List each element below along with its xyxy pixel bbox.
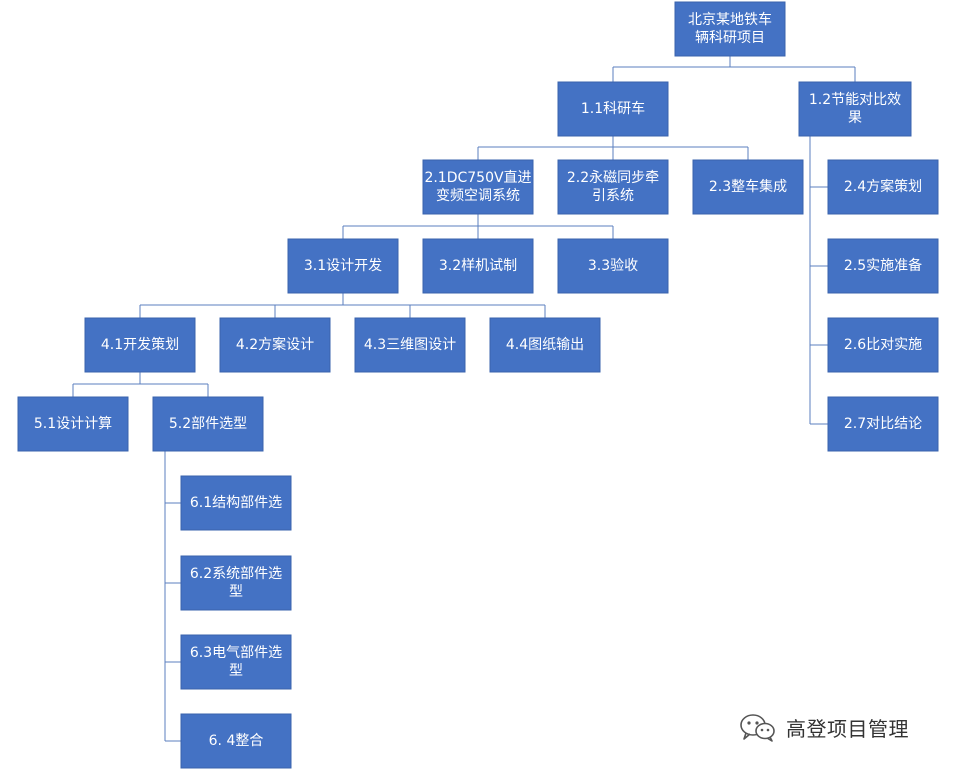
node-label: 6. 4整合 bbox=[209, 733, 264, 749]
node-label: 型 bbox=[229, 663, 243, 679]
node-box bbox=[180, 634, 292, 690]
node-label: 4.4图纸输出 bbox=[506, 337, 584, 353]
node-label: 5.2部件选型 bbox=[169, 416, 247, 432]
node-n1-1: 1.1科研车 bbox=[557, 81, 669, 137]
node-n3-3: 3.3验收 bbox=[557, 238, 669, 294]
node-label: 1.1科研车 bbox=[581, 100, 645, 117]
node-label: 4.3三维图设计 bbox=[364, 337, 456, 353]
node-box bbox=[557, 159, 669, 215]
node-n4-4: 4.4图纸输出 bbox=[489, 317, 601, 373]
node-box bbox=[84, 317, 196, 373]
node-n2-4: 2.4方案策划 bbox=[827, 159, 939, 215]
node-n6-4: 6. 4整合 bbox=[180, 713, 292, 769]
node-box bbox=[180, 713, 292, 769]
node-label: 2.7对比结论 bbox=[844, 416, 922, 432]
watermark-text: 高登项目管理 bbox=[786, 716, 909, 741]
node-label: 6.3电气部件选 bbox=[190, 645, 282, 661]
connectors bbox=[72, 56, 856, 742]
node-label: 4.1开发策划 bbox=[101, 336, 179, 353]
node-label: 6.1结构部件选 bbox=[190, 495, 282, 511]
node-label: 3.2样机试制 bbox=[439, 258, 517, 274]
node-n2-3: 2.3整车集成 bbox=[692, 159, 804, 215]
node-label: 2.1DC750V直进 bbox=[424, 169, 531, 186]
node-label: 4.2方案设计 bbox=[236, 336, 314, 353]
node-box bbox=[422, 159, 534, 215]
node-box bbox=[180, 555, 292, 611]
node-label: 2.2永磁同步牵 bbox=[567, 170, 659, 186]
node-box bbox=[827, 317, 939, 373]
node-label: 引系统 bbox=[592, 188, 634, 204]
node-box bbox=[152, 396, 264, 452]
node-box bbox=[827, 396, 939, 452]
node-box bbox=[692, 159, 804, 215]
node-box bbox=[287, 238, 399, 294]
node-n5-1: 5.1设计计算 bbox=[17, 396, 129, 452]
node-label: 辆科研项目 bbox=[695, 30, 765, 46]
node-n5-2: 5.2部件选型 bbox=[152, 396, 264, 452]
node-box bbox=[798, 81, 912, 137]
node-box bbox=[180, 475, 292, 531]
node-n4-2: 4.2方案设计 bbox=[219, 317, 331, 373]
node-label: 2.6比对实施 bbox=[844, 337, 922, 353]
node-label: 2.5实施准备 bbox=[844, 257, 922, 274]
node-label: 3.3验收 bbox=[588, 258, 638, 274]
node-label: 6.2系统部件选 bbox=[190, 566, 282, 582]
node-n2-7: 2.7对比结论 bbox=[827, 396, 939, 452]
node-n6-1: 6.1结构部件选 bbox=[180, 475, 292, 531]
node-label: 果 bbox=[848, 110, 862, 126]
node-box bbox=[422, 238, 534, 294]
node-label: 2.4方案策划 bbox=[844, 178, 922, 195]
node-label: 北京某地铁车 bbox=[688, 11, 772, 28]
node-box bbox=[489, 317, 601, 373]
node-box bbox=[674, 1, 786, 57]
node-box bbox=[17, 396, 129, 452]
node-label: 1.2节能对比效 bbox=[809, 92, 901, 108]
node-label: 5.1设计计算 bbox=[34, 416, 112, 432]
node-box bbox=[219, 317, 331, 373]
watermark: 高登项目管理 bbox=[738, 712, 909, 742]
node-n4-1: 4.1开发策划 bbox=[84, 317, 196, 373]
node-n2-5: 2.5实施准备 bbox=[827, 238, 939, 294]
node-n4-3: 4.3三维图设计 bbox=[354, 317, 466, 373]
node-label: 2.3整车集成 bbox=[709, 178, 787, 195]
wechat-icon bbox=[740, 714, 775, 742]
node-label: 变频空调系统 bbox=[436, 188, 520, 204]
node-n3-2: 3.2样机试制 bbox=[422, 238, 534, 294]
node-box bbox=[827, 238, 939, 294]
node-n3-1: 3.1设计开发 bbox=[287, 238, 399, 294]
node-label: 型 bbox=[229, 584, 243, 600]
node-n2-6: 2.6比对实施 bbox=[827, 317, 939, 373]
node-box bbox=[557, 81, 669, 137]
node-box bbox=[354, 317, 466, 373]
node-label: 3.1设计开发 bbox=[304, 258, 382, 274]
node-box bbox=[557, 238, 669, 294]
node-box bbox=[827, 159, 939, 215]
